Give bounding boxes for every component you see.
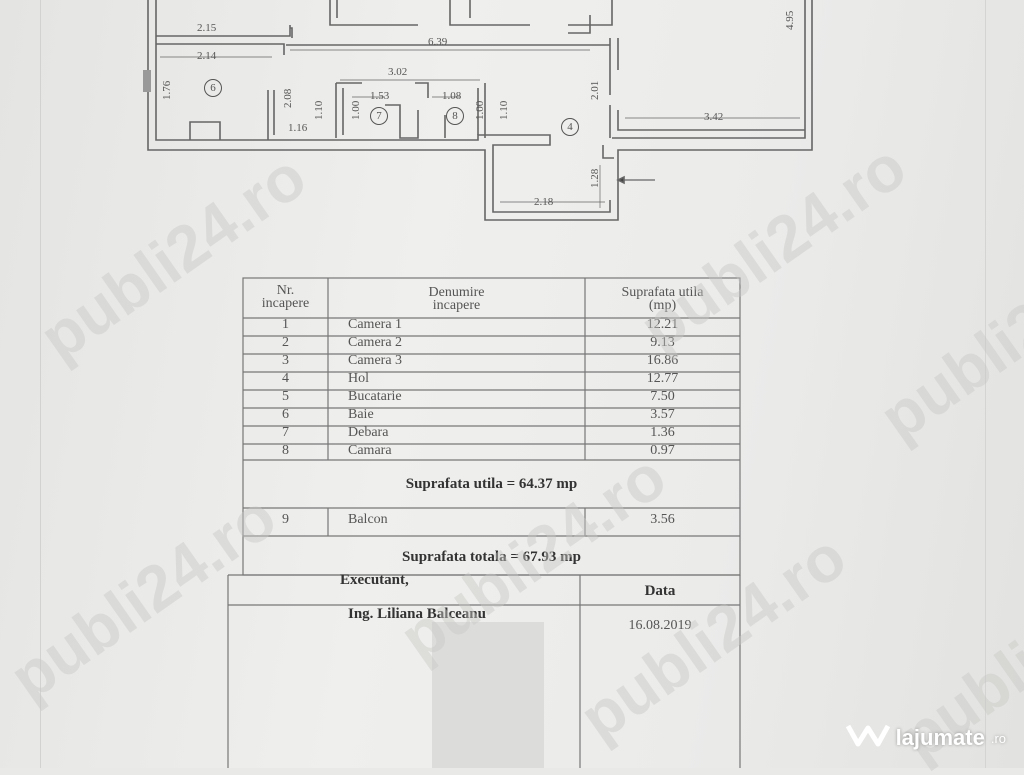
lajumate-logo: lajumate .ro <box>845 722 1006 754</box>
table-cell-nr: 2 <box>282 335 289 350</box>
table-cell-area: 12.77 <box>646 371 679 386</box>
table-cell-nr: 8 <box>282 443 289 458</box>
dimension-label: 1.16 <box>288 122 308 134</box>
table-cell-name: Debara <box>348 425 389 440</box>
subtotal-area: Suprafata utila = 64.37 mp <box>405 476 578 492</box>
balcony-area: 3.56 <box>650 512 675 527</box>
table-cell-nr: 4 <box>282 371 289 386</box>
executant-label: Executant, <box>340 572 409 588</box>
total-area: Suprafata totala = 67.93 mp <box>402 549 581 565</box>
table-cell-area: 1.36 <box>650 425 675 440</box>
dimension-label: 1.53 <box>370 90 390 102</box>
column-header-nr: Nr. incapere <box>243 283 328 311</box>
table-cell-name: Camera 3 <box>348 353 403 368</box>
room-number: 8 <box>446 107 464 125</box>
dimension-label: 1.08 <box>442 90 462 102</box>
redacted-signature-area <box>432 622 544 768</box>
column-header-area: Suprafata utila (mp) <box>585 285 740 313</box>
table-cell-nr: 3 <box>282 353 289 368</box>
logo-tld: .ro <box>990 730 1006 746</box>
paper-fold <box>40 0 41 768</box>
column-header-name: Denumire incapere <box>328 285 585 313</box>
table-cell-area: 7.50 <box>650 389 675 404</box>
dimension-label: 2.14 <box>197 50 217 62</box>
executant-name: Ing. Liliana Balceanu <box>348 606 486 622</box>
logo-icon <box>845 722 890 754</box>
table-cell-name: Camera 2 <box>348 335 403 350</box>
date-value: 16.08.2019 <box>628 618 692 633</box>
table-cell-name: Hol <box>348 371 369 386</box>
dimension-label: 3.02 <box>388 66 408 78</box>
logo-text: lajumate <box>895 725 985 750</box>
table-cell-area: 16.86 <box>646 353 679 368</box>
date-label: Data <box>644 583 676 599</box>
table-cell-area: 12.21 <box>646 317 679 332</box>
room-number: 4 <box>561 118 579 136</box>
header-line: Nr. <box>276 283 295 298</box>
header-line: incapere <box>432 298 481 313</box>
balcony-name: Balcon <box>348 512 388 527</box>
table-cell-name: Baie <box>348 407 374 422</box>
table-cell-name: Camara <box>348 443 392 458</box>
header-line: incapere <box>261 296 310 311</box>
dimension-label: 3.42 <box>704 111 724 123</box>
table-cell-area: 9.13 <box>650 335 675 350</box>
dimension-label: 2.18 <box>534 196 554 208</box>
room-number: 7 <box>370 107 388 125</box>
table-cell-area: 3.57 <box>650 407 675 422</box>
room-number: 6 <box>204 79 222 97</box>
table-cell-nr: 7 <box>282 425 289 440</box>
table-cell-name: Camera 1 <box>348 317 403 332</box>
table-cell-name: Bucatarie <box>348 389 402 404</box>
header-line: (mp) <box>648 298 677 313</box>
table-cell-nr: 6 <box>282 407 289 422</box>
dimension-label: 6.39 <box>428 36 448 48</box>
balcony-nr: 9 <box>282 512 289 527</box>
dimension-label: 2.15 <box>197 22 217 34</box>
table-cell-nr: 1 <box>282 317 289 332</box>
header-line: Denumire <box>428 285 485 300</box>
paper-fold <box>985 0 986 768</box>
table-cell-area: 0.97 <box>650 443 675 458</box>
table-cell-nr: 5 <box>282 389 289 404</box>
header-line: Suprafata utila <box>621 285 704 300</box>
